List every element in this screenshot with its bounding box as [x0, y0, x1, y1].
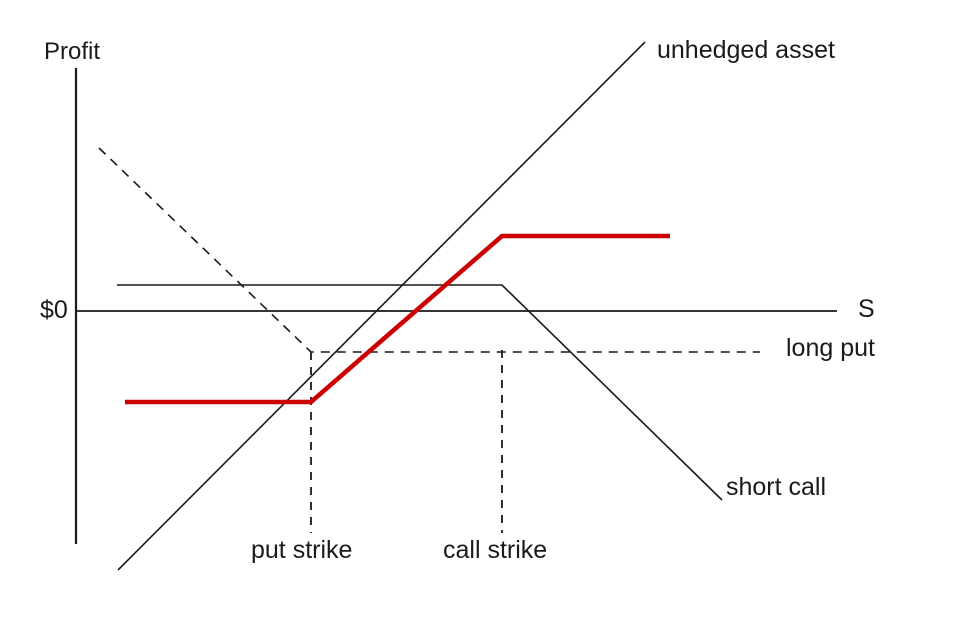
strike-guides-group: [310, 350, 503, 533]
unhedged-asset-label: unhedged asset: [657, 36, 835, 64]
put-strike-label: put strike: [251, 536, 353, 564]
x-axis-label: S: [858, 295, 875, 323]
long-put-line: [98, 147, 760, 353]
short-call-curve: [117, 284, 723, 501]
short-call-label: short call: [726, 473, 827, 501]
hedged-collar-curve: [125, 233, 670, 405]
y-axis-label: Profit: [44, 38, 101, 65]
call-strike-label: call strike: [443, 536, 548, 564]
axes-group: [74, 68, 837, 544]
unhedged-asset-line: [117, 41, 646, 571]
hedged-collar-line: [125, 233, 670, 405]
long-put-label: long put: [786, 334, 875, 362]
zero-profit-label: $0: [40, 296, 68, 324]
unhedged-asset-curve: [117, 41, 646, 571]
short-call-line: [117, 284, 723, 501]
long-put-curve: [98, 147, 760, 353]
